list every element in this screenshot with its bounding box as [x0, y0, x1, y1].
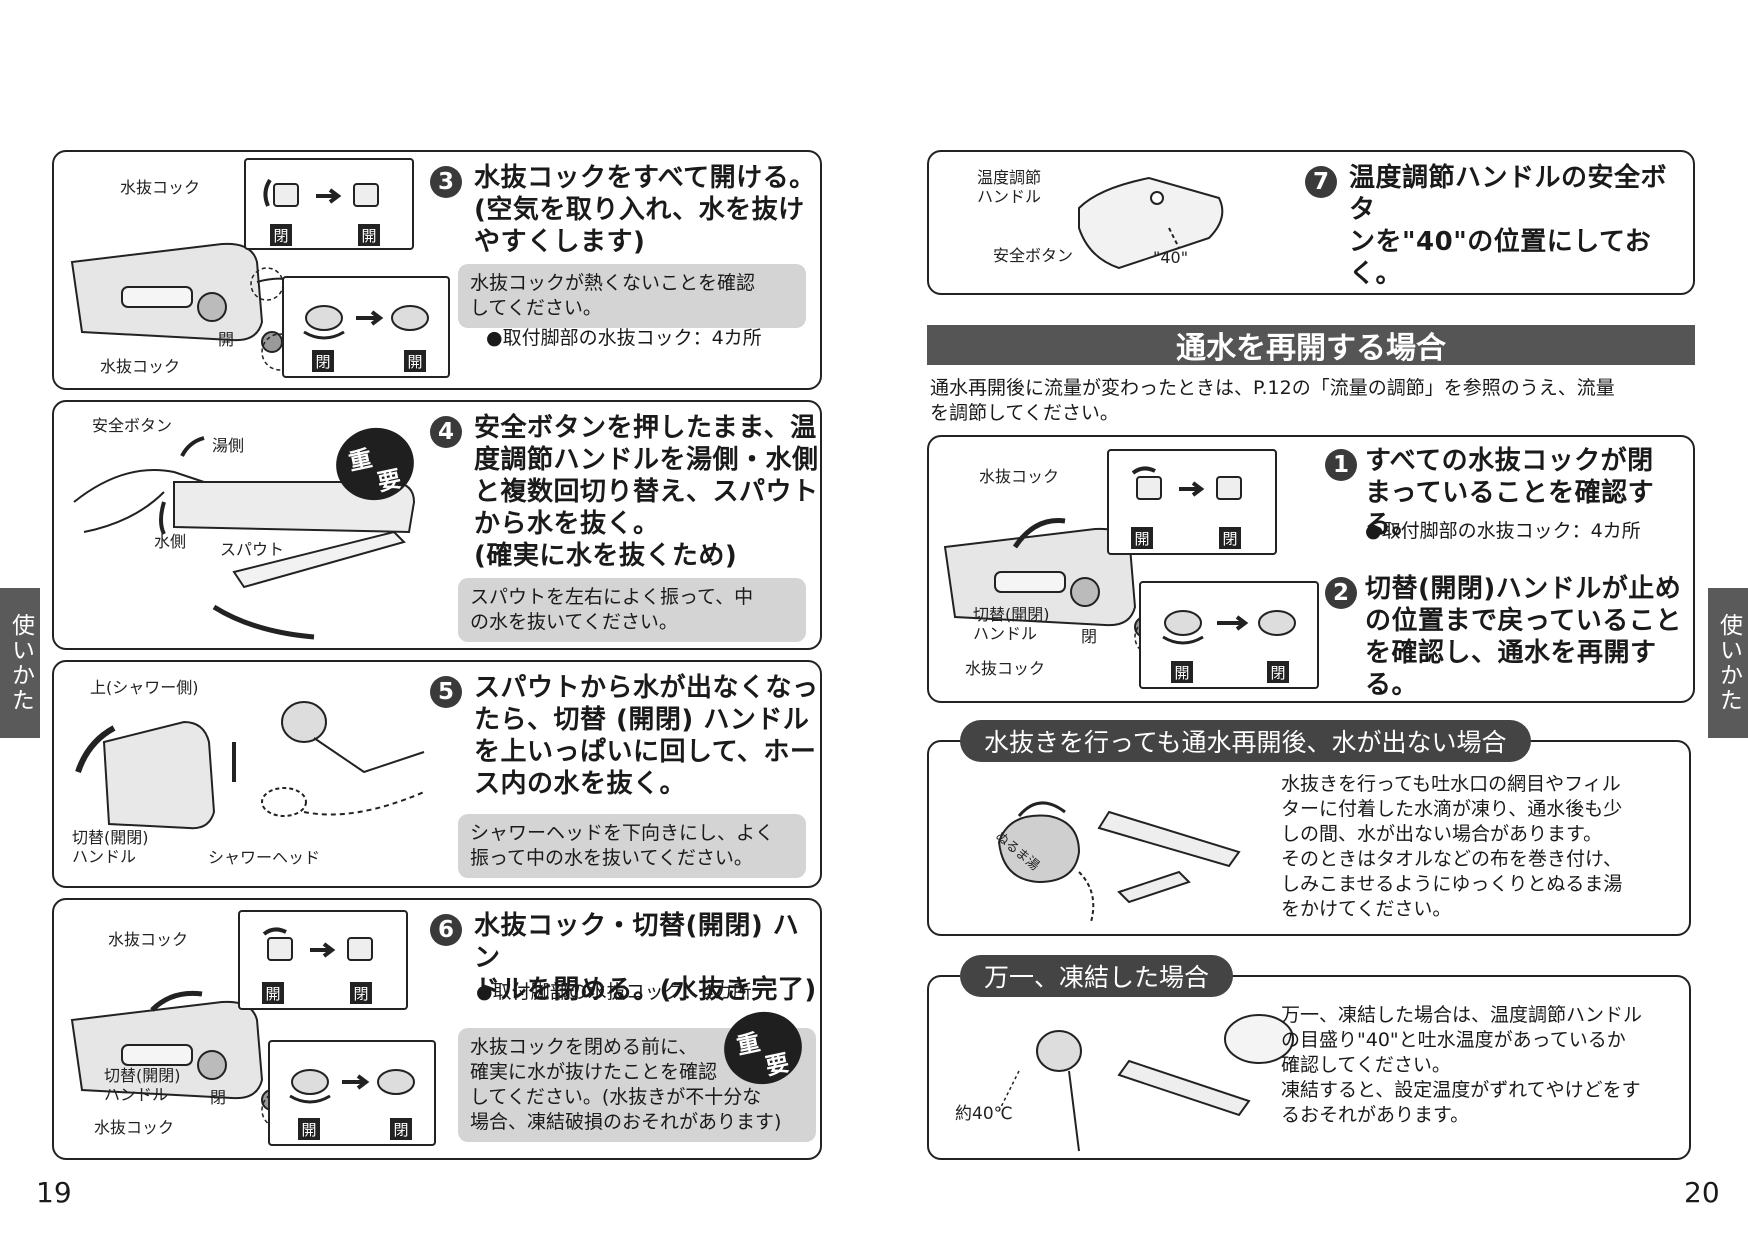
frozen-title: 万一、凍結した場合 [960, 955, 1234, 997]
cock-label-bottom: 水抜コック [100, 357, 181, 376]
cock-rotate-icon [290, 284, 446, 344]
safety-button-label: 安全ボタン [92, 416, 173, 435]
temperature-handle-illustration [1059, 168, 1259, 278]
side-tab-right: 使いかた [1708, 588, 1748, 738]
closed-badge: 閉 [312, 350, 334, 372]
diverter-handle-label: 切替(開閉) ハンドル [104, 1066, 181, 1104]
page-number-right: 20 [1684, 1176, 1720, 1209]
step6-bullet: ●取付脚部の水抜コック：4カ所 [476, 981, 752, 1003]
cock-label-top: 水抜コック [979, 467, 1060, 486]
closed-badge: 閉 [1267, 661, 1289, 683]
resume-step2-instruction: 切替(開閉)ハンドルが止め の位置まで戻っていること を確認し、通水を再開する。 [1365, 574, 1682, 700]
step-number-1: 1 [1325, 449, 1357, 481]
cock-label-top: 水抜コック [120, 178, 201, 197]
valve-inset-top: 開 閉 [1107, 449, 1277, 555]
open-marker: 開 [218, 330, 235, 349]
resume-section-header: 通水を再開する場合 [927, 325, 1695, 366]
open-badge: 開 [358, 224, 380, 246]
important-char-2: 要 [763, 1050, 792, 1081]
step5-note: シャワーヘッドを下向きにし、よく 振って中の水を抜いてください。 [458, 814, 806, 878]
step-number-5: 5 [430, 676, 462, 708]
open-badge: 開 [262, 982, 284, 1004]
step7-instruction: 温度調節ハンドルの安全ボタ ンを"40"の位置にしておく。 [1349, 163, 1668, 289]
step5-instruction: スパウトから水が出なくなっ たら、切替 (開閉) ハンドル を上いっぱいに回して… [474, 673, 819, 799]
frozen-panel: 約40℃ 万一、凍結した場合は、温度調節ハンドル の目盛り"40"と吐水温度があ… [927, 975, 1691, 1160]
forty-mark-label: "40" [1153, 248, 1189, 267]
shower-faucet-illustration [959, 1011, 1289, 1151]
step6-panel: 水抜コック 切替(開閉) ハンドル 水抜コック 閉 開 閉 開 閉 6 水抜コッ… [52, 898, 822, 1160]
cock-rotate-icon [1147, 589, 1315, 649]
important-char-1: 重 [734, 1029, 763, 1061]
step3-instruction: 水抜コックをすべて開ける。 (空気を取り入れ、水を抜け やすくします) [474, 163, 816, 257]
open-badge: 開 [298, 1118, 320, 1140]
closed-badge: 閉 [270, 224, 292, 246]
page-number-left: 19 [36, 1176, 72, 1209]
closed-badge: 閉 [390, 1118, 412, 1140]
no-water-panel: ぬるま湯 水抜きを行っても吐水口の網目やフィル ターに付着した水滴が凍り、通水後… [927, 740, 1691, 936]
important-char-1: 重 [346, 445, 375, 477]
valve-rotate-icon [254, 166, 404, 221]
valve-inset-bottom: 閉 開 [282, 276, 450, 378]
open-badge: 開 [1171, 661, 1193, 683]
diverter-handle-label: 切替(開閉) ハンドル [72, 828, 149, 866]
faucet-illustration [62, 192, 422, 382]
step3-note: 水抜コックが熱くないことを確認 してください。 [458, 264, 806, 328]
closed-marker: 閉 [1081, 627, 1098, 646]
closed-badge: 閉 [350, 982, 372, 1004]
faucet-illustration [62, 950, 422, 1140]
temperature-handle-label: 温度調節 ハンドル [977, 168, 1042, 206]
step6-instruction: 水抜コック・切替(開閉) ハン ドルを閉める。(水抜き完了) [474, 911, 817, 1005]
shower-side-label: 上(シャワー側) [90, 678, 199, 697]
step-number-4: 4 [430, 416, 462, 448]
cock-label-bottom: 水抜コック [94, 1118, 175, 1137]
step3-bullet: ●取付脚部の水抜コック：4カ所 [486, 327, 762, 349]
step-number-7: 7 [1305, 166, 1337, 198]
step4-panel: 安全ボタン 湯側 水側 スパウト 重 要 4 安全ボタンを押したまま、温 度調節… [52, 400, 822, 650]
cold-side-label: 水側 [154, 532, 187, 551]
step4-instruction: 安全ボタンを押したまま、温 度調節ハンドルを湯側・水側 と複数回切り替え、スパウ… [474, 413, 819, 571]
step7-panel: 温度調節 ハンドル 安全ボタン "40" 7 温度調節ハンドルの安全ボタ ンを"… [927, 150, 1695, 295]
no-water-text: 水抜きを行っても吐水口の網目やフィル ターに付着した水滴が凍り、通水後も少 しの… [1281, 773, 1623, 920]
kettle-faucet-illustration [979, 782, 1279, 932]
hot-side-label: 湯側 [212, 436, 245, 455]
step5-panel: 上(シャワー側) 切替(開閉) ハンドル シャワーヘッド 5 スパウトから水が出… [52, 660, 822, 888]
cock-rotate-icon [276, 1048, 432, 1108]
valve-rotate-icon [1117, 459, 1267, 514]
side-tab-left: 使いかた [0, 588, 40, 738]
shower-head-label: シャワーヘッド [208, 848, 321, 867]
closed-marker: 閉 [210, 1088, 227, 1107]
temperature-label: 約40℃ [955, 1104, 1013, 1124]
resume-panel: 水抜コック 切替(開閉) ハンドル 水抜コック 閉 開 閉 開 閉 1 すべての… [927, 435, 1695, 703]
spout-label: スパウト [220, 540, 285, 559]
shower-illustration [64, 692, 434, 862]
resume-step1-instruction: すべての水抜コックが閉 まっていることを確認する。 [1365, 446, 1655, 540]
safety-button-label: 安全ボタン [993, 246, 1074, 265]
valve-rotate-icon [248, 920, 398, 975]
valve-inset-bottom: 開 閉 [268, 1040, 436, 1146]
no-water-title: 水抜きを行っても通水再開後、水が出ない場合 [960, 720, 1531, 762]
cock-label-top: 水抜コック [108, 930, 189, 949]
step-number-3: 3 [430, 166, 462, 198]
valve-inset-bottom: 開 閉 [1139, 581, 1319, 689]
valve-inset-top: 閉 開 [244, 158, 414, 250]
valve-inset-top: 開 閉 [238, 910, 408, 1010]
step-number-6: 6 [430, 914, 462, 946]
frozen-text: 万一、凍結した場合は、温度調節ハンドル の目盛り"40"と吐水温度があっているか… [1281, 1004, 1643, 1126]
step4-note: スパウトを左右によく振って、中 の水を抜いてください。 [458, 578, 806, 642]
step-number-2: 2 [1325, 577, 1357, 609]
resume-step1-bullet: ●取付脚部の水抜コック：4カ所 [1365, 520, 1641, 542]
open-badge: 開 [404, 350, 426, 372]
open-badge: 開 [1131, 527, 1153, 549]
step3-panel: 水抜コック 水抜コック 開 閉 開 閉 開 3 水抜コックをすべて開ける。 (空… [52, 150, 822, 390]
cock-label-bottom: 水抜コック [965, 659, 1046, 678]
diverter-handle-label: 切替(開閉) ハンドル [973, 605, 1050, 643]
important-char-2: 要 [375, 466, 404, 497]
resume-intro: 通水再開後に流量が変わったときは、P.12の「流量の調節」を参照のうえ、流量 を… [930, 377, 1615, 424]
closed-badge: 閉 [1219, 527, 1241, 549]
